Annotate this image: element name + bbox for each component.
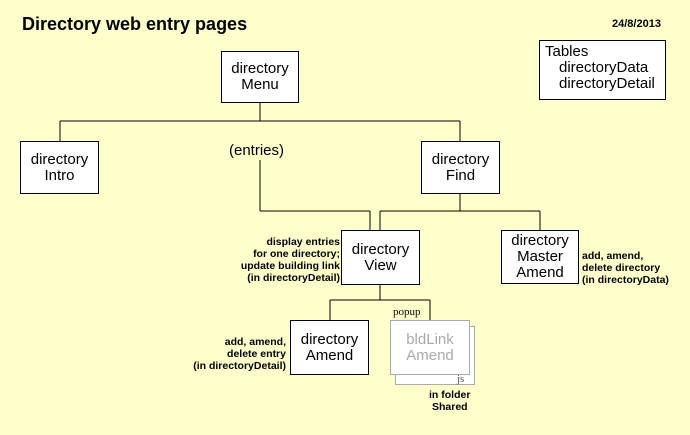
directory-master-amend-box[interactable]: directory Master Amend xyxy=(501,230,579,284)
directory-find-box[interactable]: directory Find xyxy=(421,141,500,194)
directory-view-box[interactable]: directory View xyxy=(341,230,420,285)
box-label: bldLink xyxy=(406,330,454,348)
box-label: Amend xyxy=(406,346,454,364)
bldlink-amend-box[interactable]: bldLink Amend xyxy=(390,320,470,375)
amend-note: add, amend, delete entry (in directoryDe… xyxy=(178,336,286,372)
note-line: delete entry xyxy=(227,348,286,360)
directory-amend-box[interactable]: directory Amend xyxy=(290,320,369,375)
note-line: for one directory; xyxy=(253,248,340,260)
note-line: add, amend, xyxy=(224,336,286,348)
box-label: View xyxy=(364,256,397,274)
popup-label: popup xyxy=(393,306,421,318)
box-label: Master xyxy=(517,248,563,265)
shared-folder-note: in folder Shared xyxy=(429,389,489,413)
view-note: display entries for one directory; updat… xyxy=(210,236,340,284)
note-line: display entries xyxy=(266,236,340,248)
master-amend-note: add, amend, delete directory (in directo… xyxy=(582,250,687,286)
note-line: (in directoryData) xyxy=(582,274,669,286)
box-label: directory xyxy=(511,232,569,249)
note-line: (in directoryDetail) xyxy=(247,272,340,284)
box-label: Amend xyxy=(516,264,564,281)
box-label: directory xyxy=(300,330,359,348)
box-label: directory xyxy=(30,150,89,168)
js-label: js xyxy=(457,373,465,385)
entries-label: (entries) xyxy=(229,142,285,159)
table-item: directoryDetail xyxy=(559,75,655,92)
directory-menu-box[interactable]: directory Menu xyxy=(221,51,299,103)
note-line: Shared xyxy=(432,401,468,413)
note-line: delete directory xyxy=(582,262,661,274)
note-line: add, amend, xyxy=(582,250,644,262)
note-line: in folder xyxy=(429,389,471,401)
box-label: Amend xyxy=(305,346,354,364)
page-title: Directory web entry pages xyxy=(22,14,248,34)
tables-box: Tables directoryData directoryDetail xyxy=(539,40,666,100)
note-line: (in directoryDetail) xyxy=(193,360,286,372)
box-label: directory xyxy=(351,240,410,258)
box-label: Find xyxy=(445,166,476,184)
box-label: Intro xyxy=(44,166,75,184)
tables-heading: Tables xyxy=(545,43,589,60)
box-label: Menu xyxy=(241,76,279,93)
table-item: directoryData xyxy=(559,59,649,76)
date-label: 24/8/2013 xyxy=(612,18,661,30)
note-line: update building link xyxy=(240,260,340,272)
directory-intro-box[interactable]: directory Intro xyxy=(20,141,99,194)
box-label: directory xyxy=(431,150,490,168)
box-label: directory xyxy=(231,60,289,77)
